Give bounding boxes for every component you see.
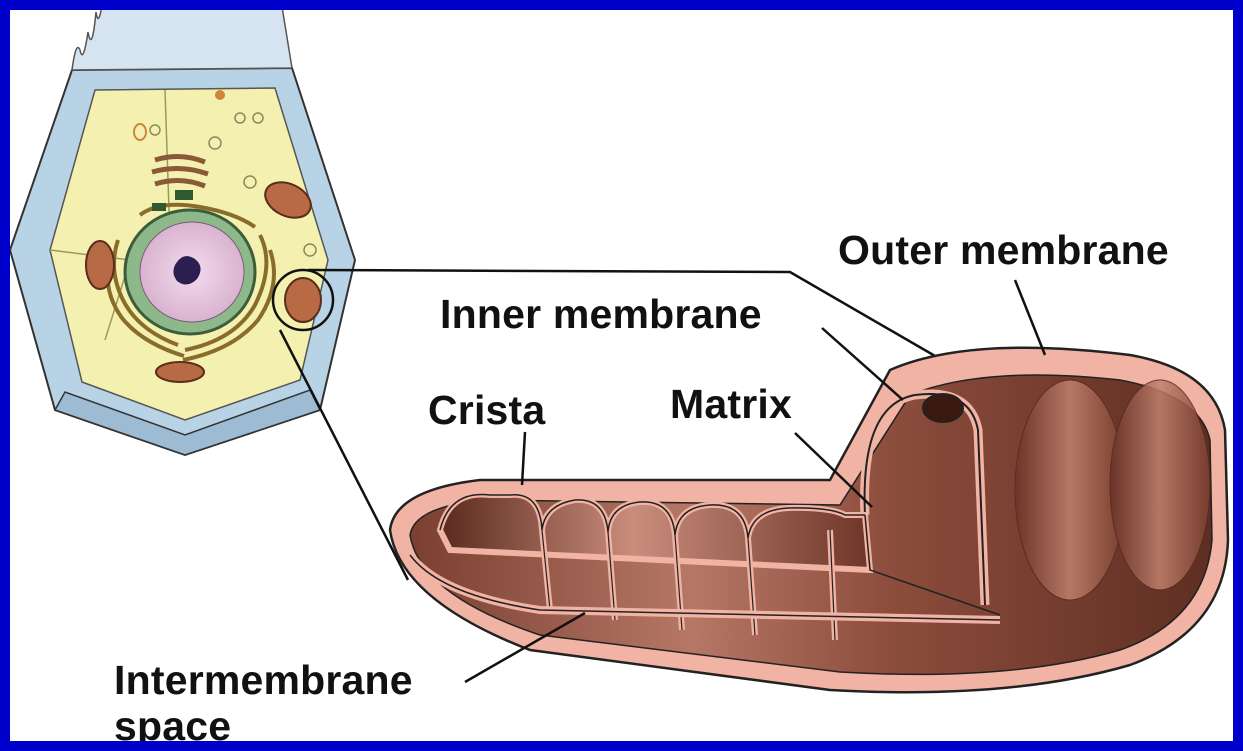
label-inner-membrane: Inner membrane bbox=[440, 292, 762, 338]
mitochondrion-diagram bbox=[10, 10, 1233, 741]
label-intermembrane-line1: Intermembrane bbox=[114, 658, 413, 704]
leader-crista bbox=[522, 432, 525, 485]
microvilli bbox=[72, 10, 292, 70]
diagram-frame: Outer membrane Inner membrane Crista Mat… bbox=[10, 10, 1233, 741]
animal-cell bbox=[10, 10, 355, 455]
label-intermembrane-line2: space bbox=[114, 704, 413, 741]
label-crista: Crista bbox=[428, 388, 545, 434]
label-matrix: Matrix bbox=[670, 382, 792, 428]
leader-inner-membrane bbox=[822, 328, 903, 400]
label-outer-membrane: Outer membrane bbox=[838, 228, 1169, 274]
label-intermembrane-space: Intermembrane space bbox=[114, 658, 413, 741]
leader-outer-membrane bbox=[1015, 280, 1045, 355]
